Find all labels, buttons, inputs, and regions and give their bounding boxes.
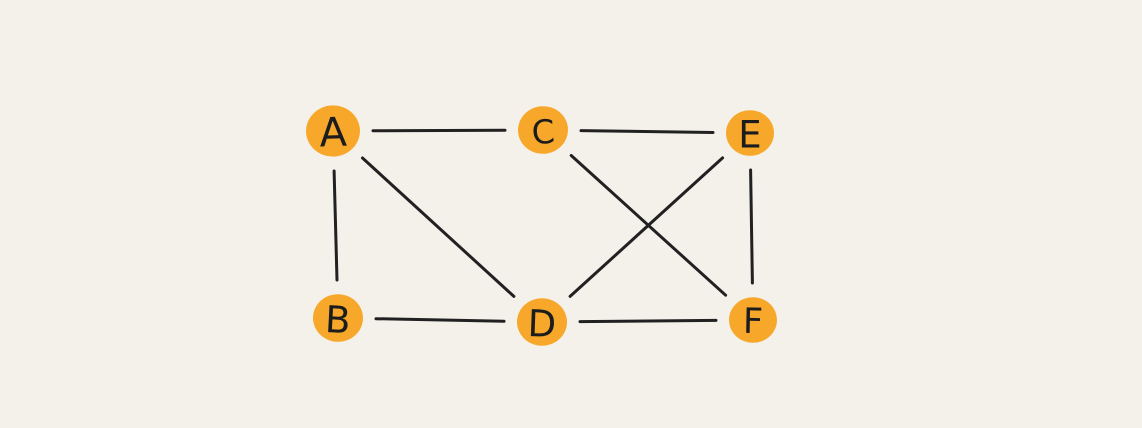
node-label-D: D (527, 302, 557, 346)
node-label-B: B (324, 298, 352, 342)
node-D: D (517, 298, 567, 346)
node-label-C: C (530, 112, 556, 153)
node-A: A (306, 105, 360, 157)
edge-C-E (579, 129, 715, 134)
node-C: C (518, 106, 568, 154)
edge-E-D (568, 156, 725, 298)
node-B: B (313, 294, 363, 342)
node-circle-A (306, 105, 360, 157)
edge-A-C (371, 128, 507, 133)
node-E: E (726, 110, 774, 157)
node-label-F: F (743, 302, 764, 342)
node-F: F (729, 297, 777, 343)
edge-D-F (578, 318, 718, 324)
node-label-A: A (319, 110, 349, 157)
node-circle-C (518, 106, 568, 154)
node-circle-F (729, 297, 777, 343)
edge-A-B (332, 169, 339, 282)
node-circle-D (517, 298, 567, 346)
node-circle-E (726, 110, 774, 156)
edge-B-D (374, 317, 506, 323)
node-circle-B (313, 294, 363, 342)
edge-A-D (361, 156, 516, 298)
edge-E-F (749, 168, 754, 285)
node-label-E: E (738, 114, 761, 157)
